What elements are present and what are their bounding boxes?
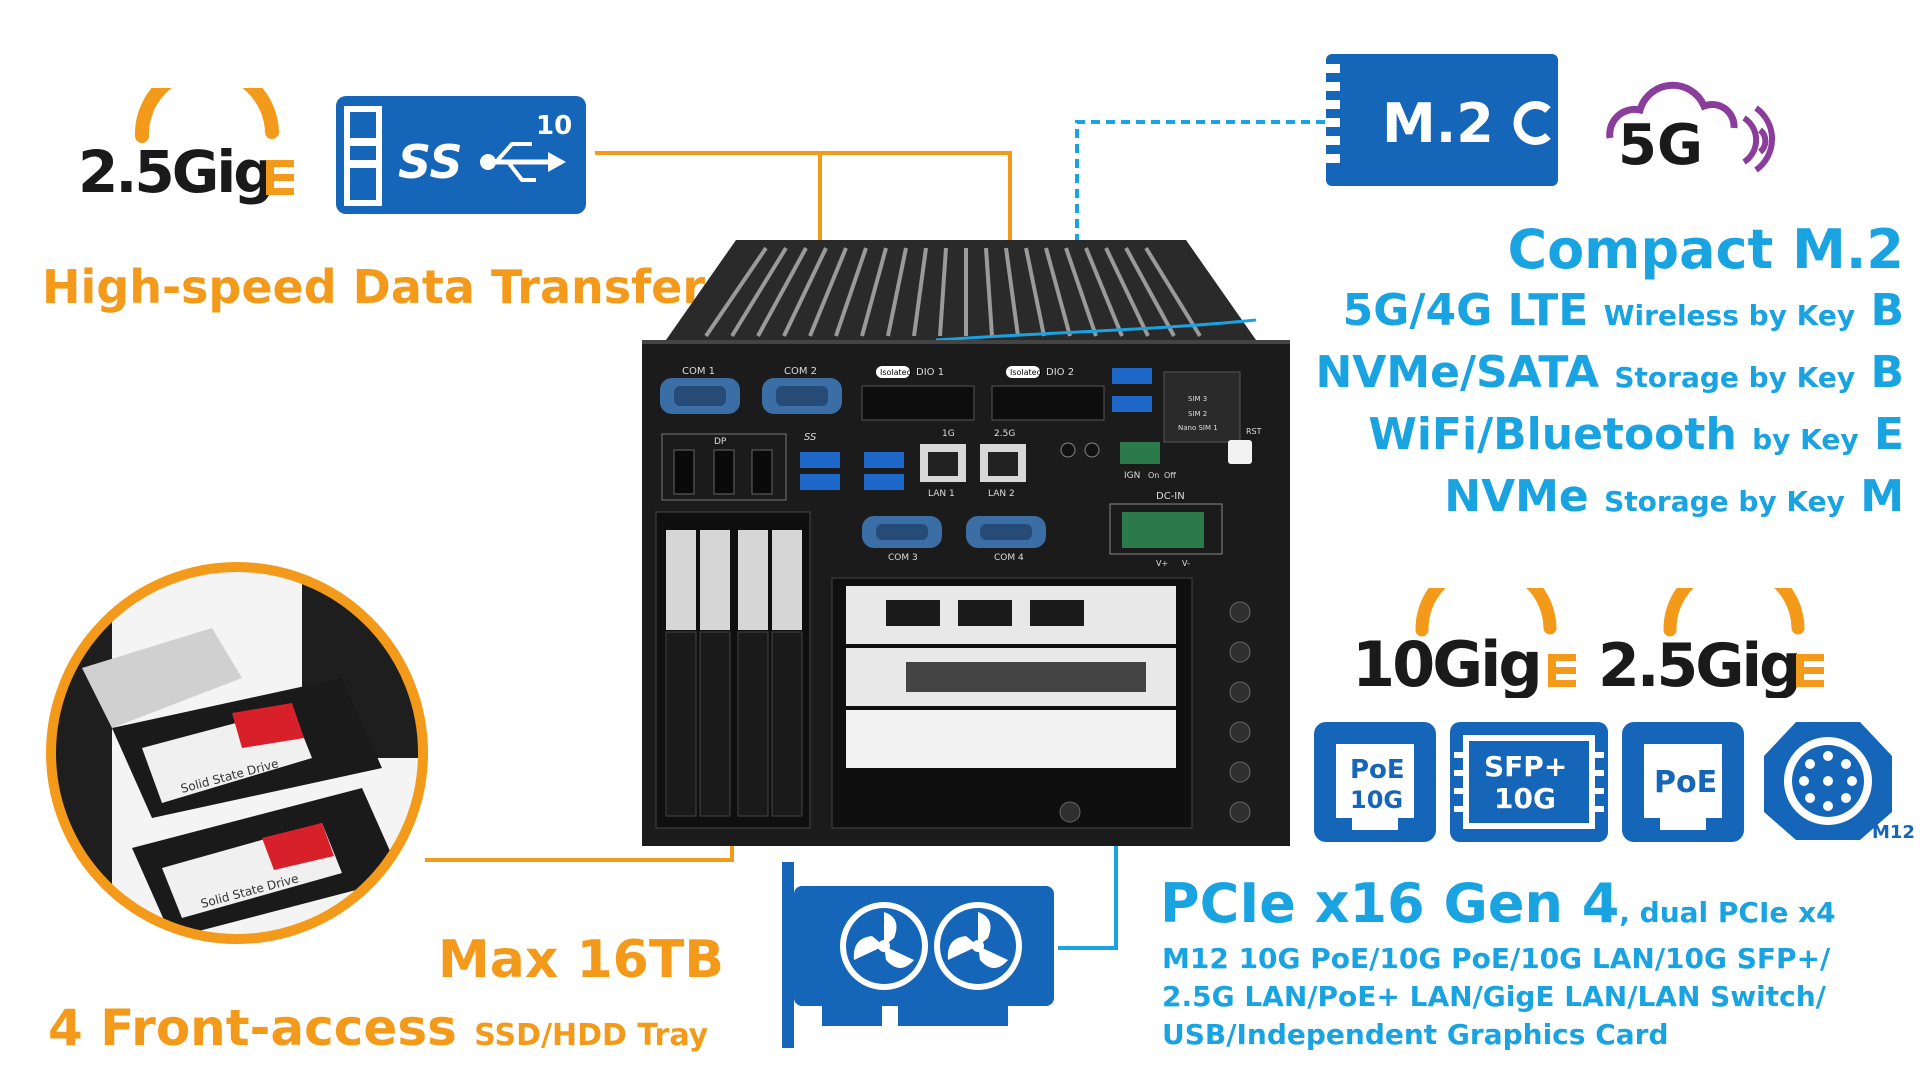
5g-text: 5G (1618, 113, 1703, 178)
gige-2-5-text: 2.5Gig (78, 138, 272, 206)
m2-module-icon: M.2 (1326, 54, 1558, 186)
sfp-line1: SFP+ (1484, 750, 1567, 783)
gige-2-5-logo: 2.5Gig (78, 88, 294, 206)
isolated-label-1: Isolated (880, 368, 912, 377)
pcie-options: M12 10G PoE/10G PoE/10G LAN/10G SFP+/ 2.… (1162, 940, 1830, 1054)
m2-feature-row: NVMe/SATA Storage by Key B (1315, 344, 1904, 406)
m2-feature-name: 5G/4G LTE (1342, 285, 1589, 336)
ign-off-label: Off (1164, 471, 1176, 480)
com3-label: COM 3 (888, 553, 918, 563)
vplus-label: V+ (1156, 559, 1168, 568)
m2-feature-desc: Storage by Key (1614, 361, 1856, 394)
gige-2-5-logo-right: 2.5Gig (1598, 588, 1824, 698)
usb-headline: High-speed Data Transfer (42, 260, 706, 314)
embedded-computer-front-panel: COM 1 COM 2 Isolated DIO 1 Isolated DIO … (642, 240, 1290, 846)
pcie-title-small: , dual PCIe x4 (1619, 896, 1836, 929)
dp-label: DP (714, 437, 727, 447)
m2-feature-name: WiFi/Bluetooth (1368, 409, 1737, 460)
m2-feature-key: B (1870, 347, 1904, 398)
storage-capacity: Max 16TB (438, 930, 724, 990)
com1-label: COM 1 (682, 366, 715, 377)
pcie-option-line: 2.5G LAN/PoE+ LAN/GigE LAN/LAN Switch/ (1162, 980, 1826, 1013)
poe-icon: PoE (1622, 722, 1744, 842)
poe-10g-line1: PoE (1350, 755, 1405, 785)
storage-trays-small: SSD/HDD Tray (474, 1018, 709, 1053)
gige-10-logo: 10Gig (1352, 588, 1576, 698)
gige-2-5-text-right: 2.5Gig (1598, 631, 1799, 698)
usb-ss-text: SS (398, 135, 463, 189)
5g-logo: 5G (1606, 81, 1775, 178)
ssd-tray-closeup: Solid State Drive Solid State Drive (46, 562, 428, 944)
sim2-label: SIM 2 (1188, 410, 1207, 418)
m2-feature-desc: Storage by Key (1604, 485, 1845, 518)
dio2-label: DIO 2 (1046, 367, 1074, 378)
pcie-title-main: PCIe x16 Gen 4 (1160, 872, 1620, 935)
m2-icon-text: M.2 (1382, 92, 1494, 155)
m2-feature-key: E (1873, 409, 1904, 460)
sfp-10g-icon: SFP+ 10G (1450, 722, 1608, 842)
com2-label: COM 2 (784, 366, 817, 377)
m2-feature-desc: Wireless by Key (1603, 299, 1856, 332)
m2-feature-name: NVMe (1444, 471, 1589, 522)
sfp-line2: 10G (1494, 782, 1556, 815)
dcin-label: DC-IN (1156, 491, 1185, 502)
poe-10g-icon: PoE 10G (1314, 722, 1436, 842)
graphics-card-icon (782, 862, 1054, 1048)
poe-10g-line2: 10G (1350, 786, 1403, 814)
storage-trays-main: 4 Front-access (48, 999, 457, 1057)
lan1-label: LAN 1 (928, 489, 955, 499)
ign-on-label: On (1148, 471, 1159, 480)
m12-connector-icon: M12 (1764, 722, 1915, 843)
m2-title: Compact M.2 (1507, 218, 1904, 281)
ign-label: IGN (1124, 471, 1140, 481)
m2-feature-key: B (1870, 285, 1904, 336)
m2-feature-key: M (1860, 471, 1904, 522)
lan2-label: LAN 2 (988, 489, 1015, 499)
lan2-speed: 2.5G (994, 429, 1015, 439)
sim3-label: SIM 3 (1188, 395, 1207, 403)
poe-line1: PoE (1654, 765, 1717, 800)
usb-3-2-gen2-icon: SS 10 (336, 96, 586, 214)
m2-feature-desc: by Key (1752, 423, 1859, 456)
isolated-label-2: Isolated (1010, 368, 1042, 377)
m2-feature-row: WiFi/Bluetooth by Key E (1315, 406, 1904, 468)
dio1-label: DIO 1 (916, 367, 944, 378)
m2-connector-line (1075, 120, 1325, 350)
usb-ss-label: SS (804, 432, 817, 443)
usb-10-text: 10 (536, 111, 572, 141)
m2-feature-row: NVMe Storage by Key M (1315, 468, 1904, 530)
pcie-option-line: USB/Independent Graphics Card (1162, 1018, 1669, 1051)
rst-label: RST (1246, 427, 1262, 436)
lan1-speed: 1G (942, 429, 955, 439)
m2-feature-name: NVMe/SATA (1315, 347, 1600, 398)
storage-trays: 4 Front-access SSD/HDD Tray (48, 998, 708, 1066)
m2-feature-row: 5G/4G LTE Wireless by Key B (1315, 282, 1904, 344)
com4-label: COM 4 (994, 553, 1024, 563)
nanosim1-label: Nano SIM 1 (1178, 424, 1218, 432)
pcie-title: PCIe x16 Gen 4, dual PCIe x4 (1160, 872, 1836, 945)
vminus-label: V- (1182, 559, 1190, 568)
m12-label: M12 (1872, 822, 1915, 843)
gige-10-text: 10Gig (1352, 628, 1540, 698)
pcie-option-line: M12 10G PoE/10G PoE/10G LAN/10G SFP+/ (1162, 942, 1831, 975)
